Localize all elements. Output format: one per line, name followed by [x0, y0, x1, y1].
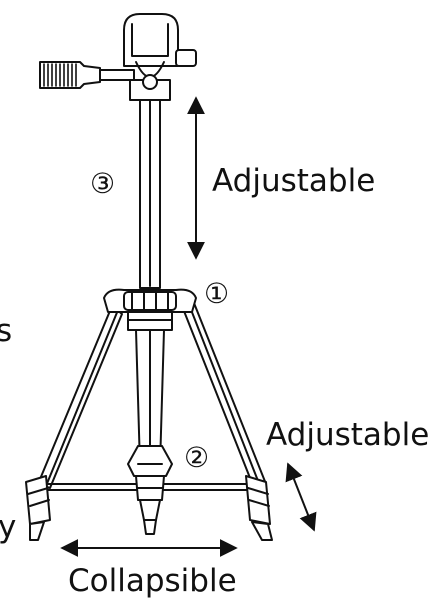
marker-3: ③ [90, 167, 116, 200]
leg-length-arrow [285, 462, 317, 532]
pan-handle [39, 61, 101, 89]
adjustable-leg-label: Adjustable [266, 417, 430, 453]
marker-1: ① [204, 277, 230, 310]
tripod-legs [37, 297, 267, 489]
collapsible-label: Collapsible [68, 563, 237, 599]
left-edge-fragment-s: s [0, 313, 13, 349]
left-edge-fragment-y: y [0, 509, 17, 545]
center-column [139, 91, 161, 289]
foot-clamps [25, 475, 273, 541]
marker-2: ② [184, 441, 210, 474]
pan-head [99, 13, 197, 101]
adjustable-center-label: Adjustable [212, 163, 376, 199]
leg-lock-clamp [103, 288, 197, 331]
